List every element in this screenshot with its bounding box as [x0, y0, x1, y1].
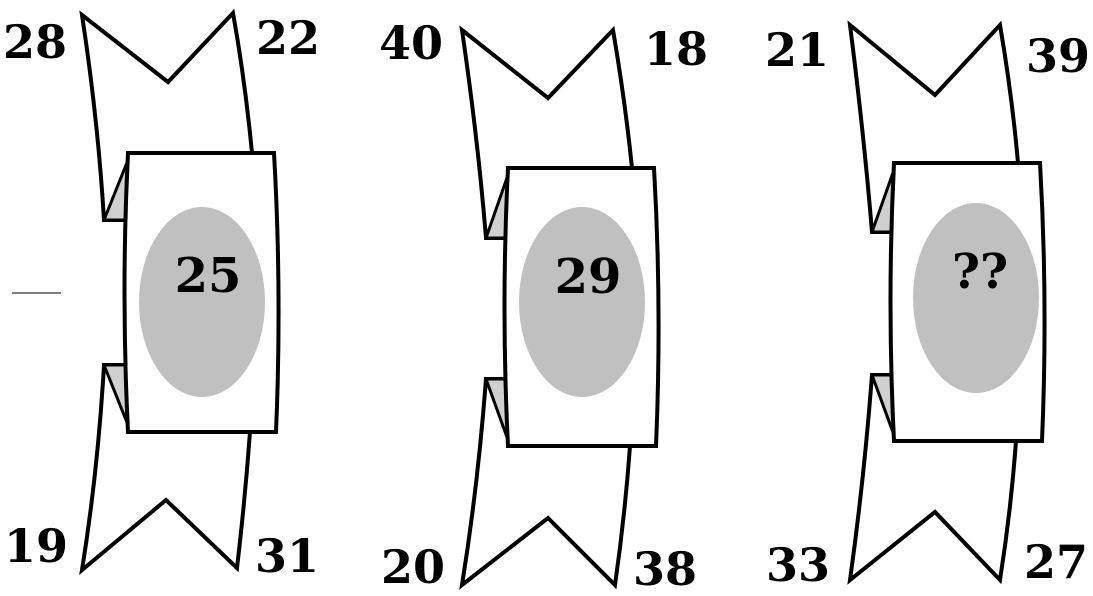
figure-2-top-left-number: 40 — [379, 16, 443, 70]
figure-3-top-right-number: 39 — [1026, 29, 1090, 83]
figure-3: ?? 21 39 33 27 — [765, 20, 1090, 592]
figure-2-bottom-left-number: 20 — [381, 540, 445, 594]
figure-2-center-oval — [519, 207, 645, 397]
figure-2-center-number: 29 — [555, 249, 622, 305]
figure-2: 29 40 18 20 38 — [379, 16, 708, 596]
figure-3-center-number: ?? — [952, 244, 1008, 300]
figure-1-top-right-number: 22 — [256, 11, 320, 65]
figure-1-center-oval — [139, 207, 265, 397]
figure-1-bottom-right-number: 31 — [255, 529, 319, 583]
figure-3-top-left-number: 21 — [765, 23, 829, 77]
figure-1-center-number: 25 — [175, 248, 242, 304]
figure-1-top-left-number: 28 — [3, 15, 67, 69]
figure-2-bottom-right-number: 38 — [633, 542, 697, 596]
figure-1-bottom-left-number: 19 — [4, 519, 68, 573]
figure-3-center-oval — [913, 203, 1039, 393]
figure-3-bottom-left-number: 33 — [766, 538, 830, 592]
figure-2-top-right-number: 18 — [644, 22, 708, 76]
figure-1: 25 28 22 19 31 — [3, 8, 320, 583]
figure-3-bottom-right-number: 27 — [1024, 535, 1088, 589]
